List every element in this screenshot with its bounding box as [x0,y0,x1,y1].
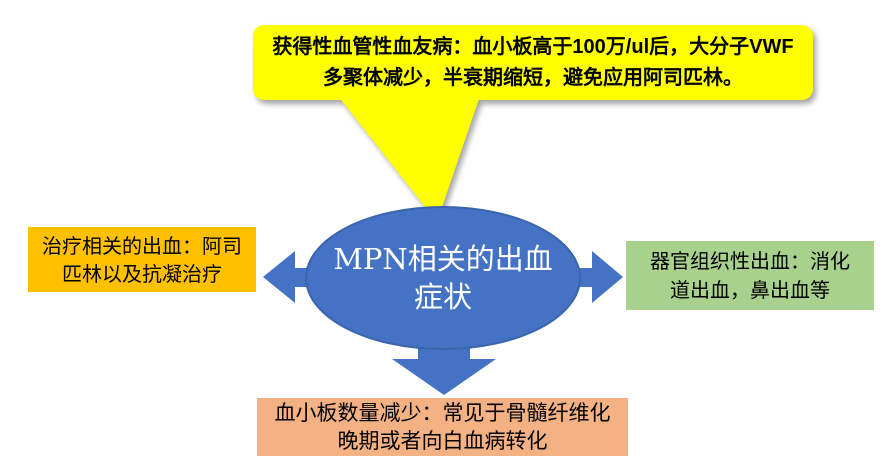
callout-text-line-1: 获得性血管性血友病：血小板高于100万/ul后，大分子VWF [272,35,794,58]
right-box: 器官组织性出血：消化 道出血，鼻出血等 [626,241,874,310]
callout-pointer-shape [338,96,480,222]
callout-body: 获得性血管性血友病：血小板高于100万/ul后，大分子VWF 多聚体减少，半衰期… [253,25,813,100]
center-ellipse-text-line-2: 症状 [413,280,472,314]
callout-bubble: 获得性血管性血友病：血小板高于100万/ul后，大分子VWF 多聚体减少，半衰期… [253,25,813,222]
right-box-text-line-1: 器官组织性出血：消化 [650,248,850,273]
bottom-box-text-line-2: 晚期或者向白血病转化 [337,429,548,453]
callout-pointer [338,96,480,222]
center-ellipse-text-line-1: MPN相关的出血 [333,242,553,276]
center-ellipse: MPN相关的出血 症状 [305,206,581,350]
callout-text-line-2: 多聚体减少，半衰期缩短，避免应用阿司匹林。 [323,66,743,89]
left-box-text-line-1: 治疗相关的出血：阿司 [42,233,242,258]
bottom-box-text-line-1: 血小板数量减少：常见于骨髓纤维化 [274,401,611,425]
left-box: 治疗相关的出血：阿司 匹林以及抗凝治疗 [28,227,256,292]
left-box-text-line-2: 匹林以及抗凝治疗 [62,261,222,286]
bottom-box: 血小板数量减少：常见于骨髓纤维化 晚期或者向白血病转化 [257,398,628,456]
right-box-text-line-2: 道出血，鼻出血等 [670,277,830,302]
